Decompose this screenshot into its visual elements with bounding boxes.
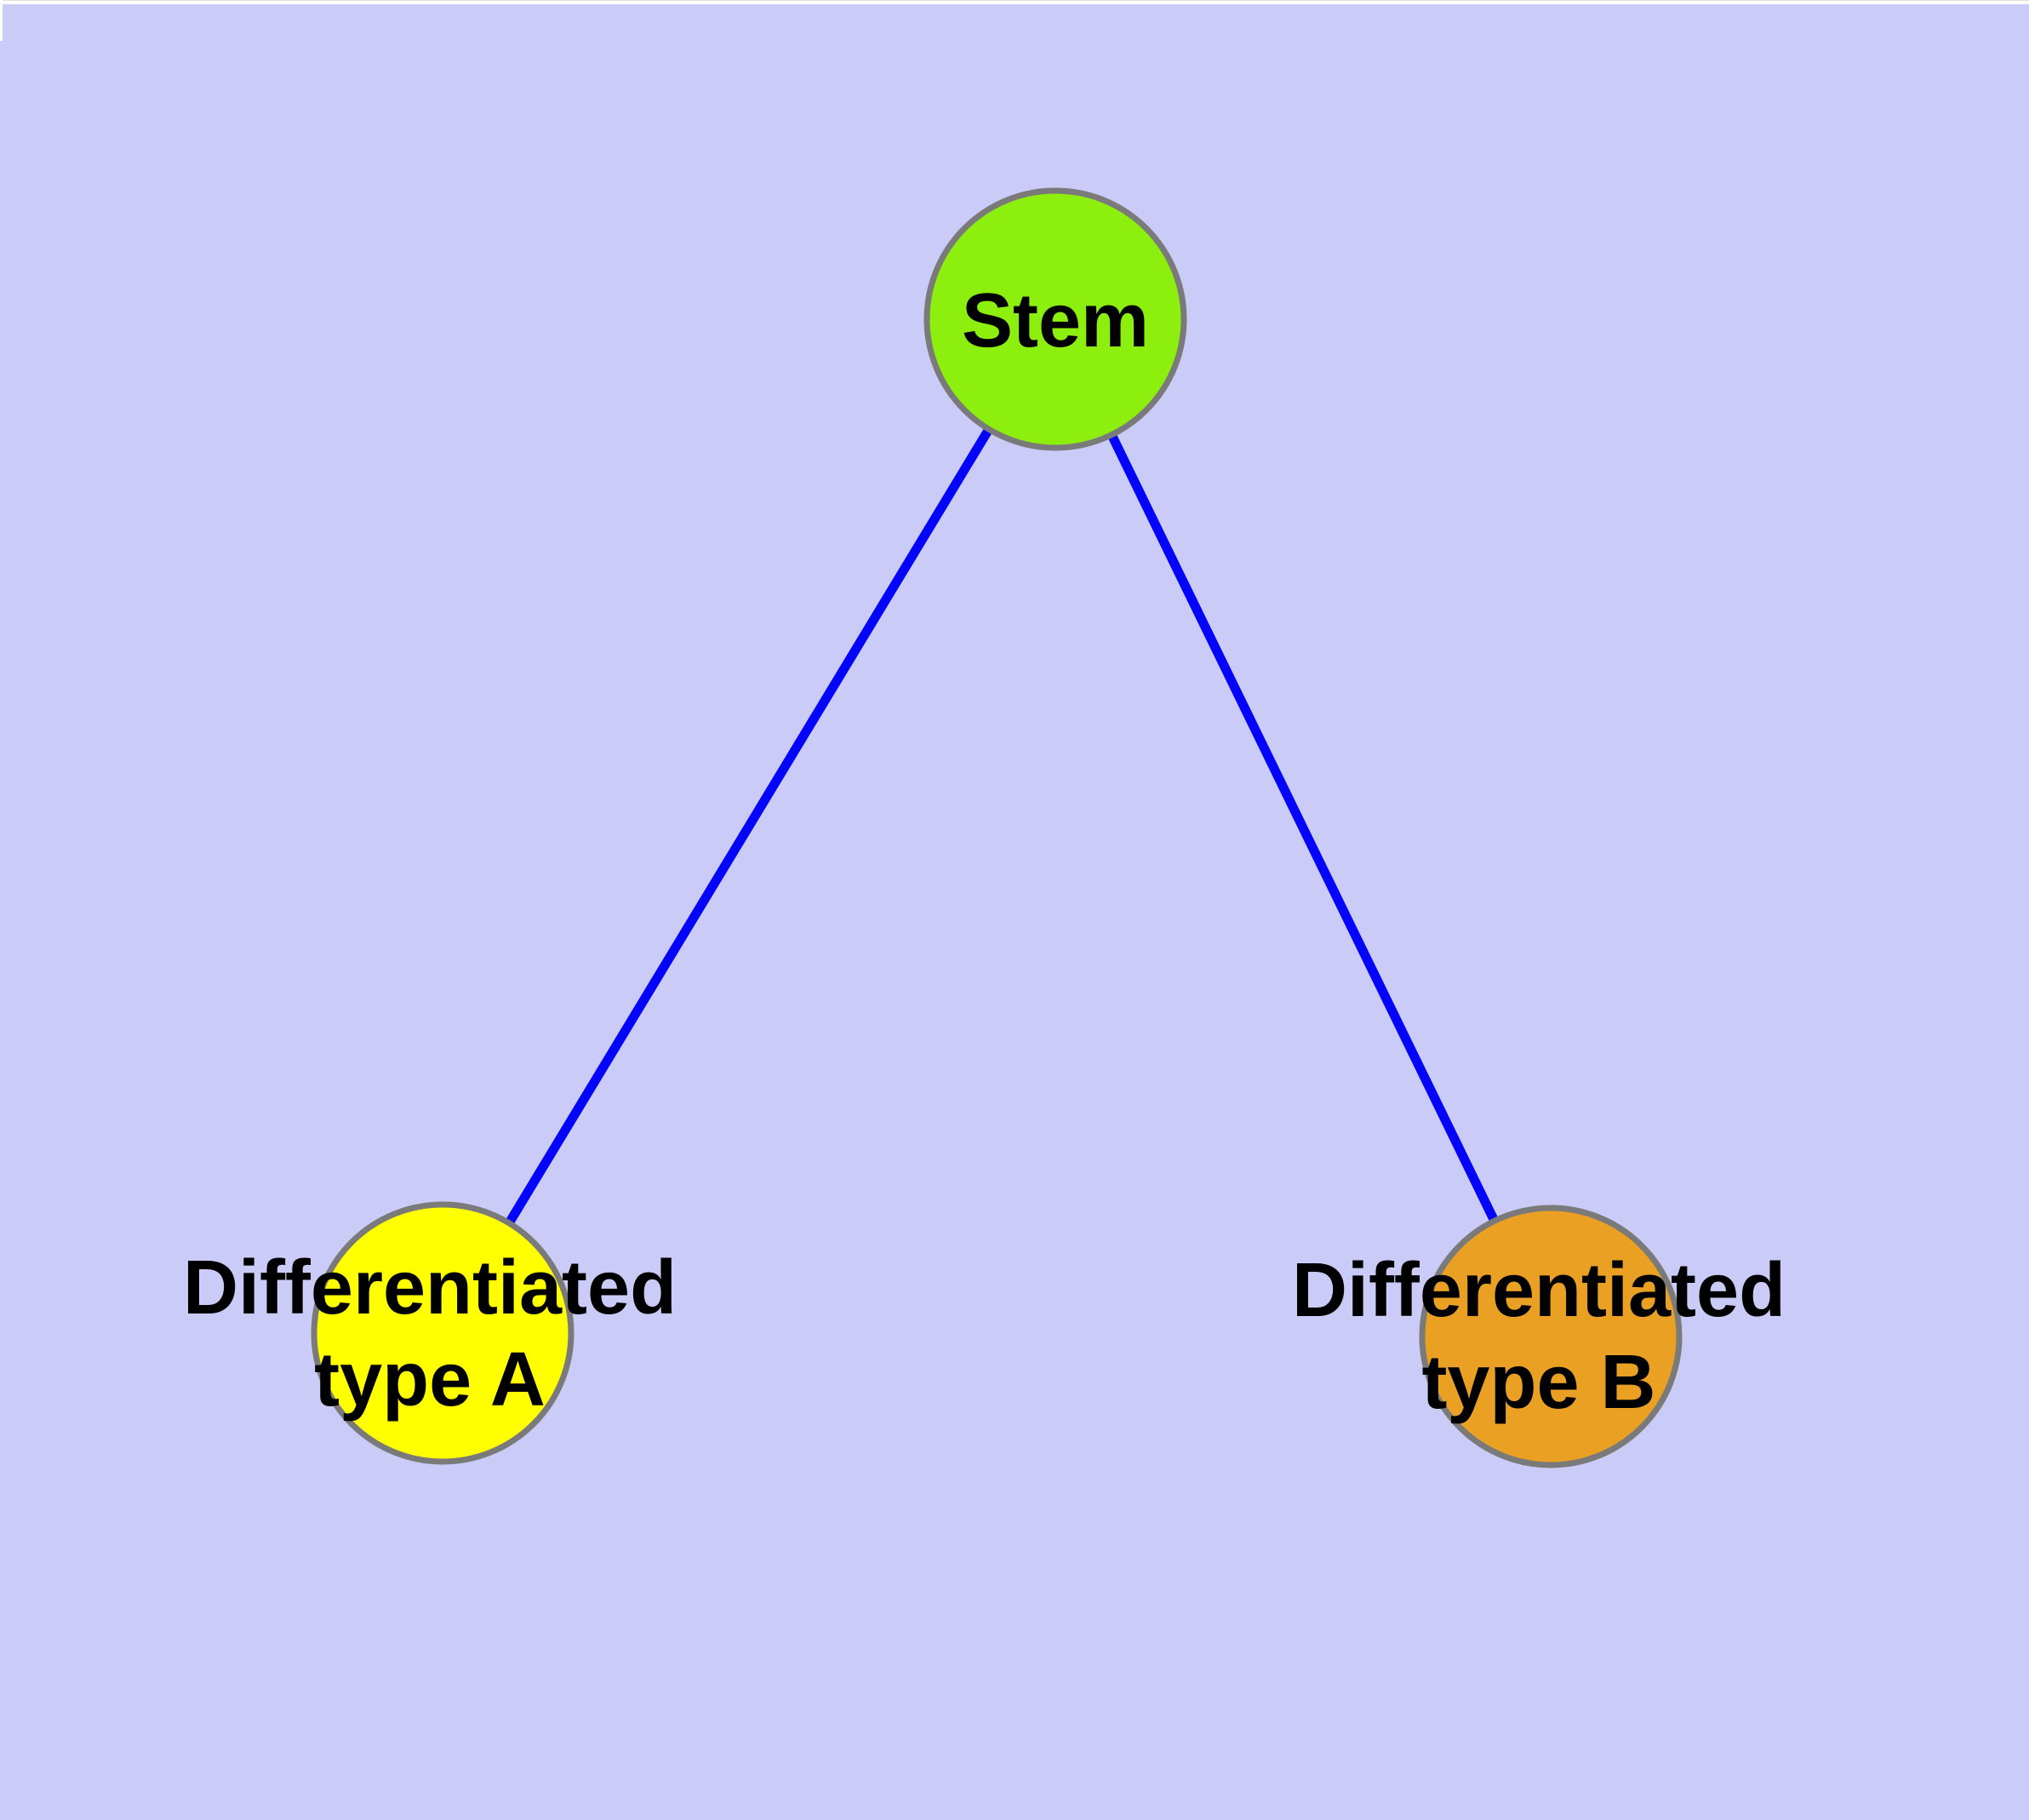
canvas-left-edge <box>0 0 3 41</box>
node-stem-label-line1: Stem <box>961 278 1150 363</box>
node-type-a-label-line2: type A <box>314 1337 546 1422</box>
edge-stem-to-type-b <box>1051 317 1555 1339</box>
node-type-a-label-line1: Differentiated <box>182 1245 677 1331</box>
node-type-a-circle[interactable] <box>311 1201 574 1465</box>
node-type-a-label: Differentiated type A <box>183 1242 677 1426</box>
edge-stem-to-type-a <box>438 317 1060 1336</box>
node-stem-circle[interactable] <box>923 187 1187 451</box>
canvas-top-edge <box>0 0 2029 4</box>
node-stem-label: Stem <box>962 275 1149 367</box>
node-type-b-label-line2: type B <box>1421 1340 1656 1425</box>
node-type-b-label: Differentiated type B <box>1292 1245 1786 1428</box>
node-type-b-label-line1: Differentiated <box>1291 1248 1786 1333</box>
node-type-b-circle[interactable] <box>1419 1205 1683 1468</box>
